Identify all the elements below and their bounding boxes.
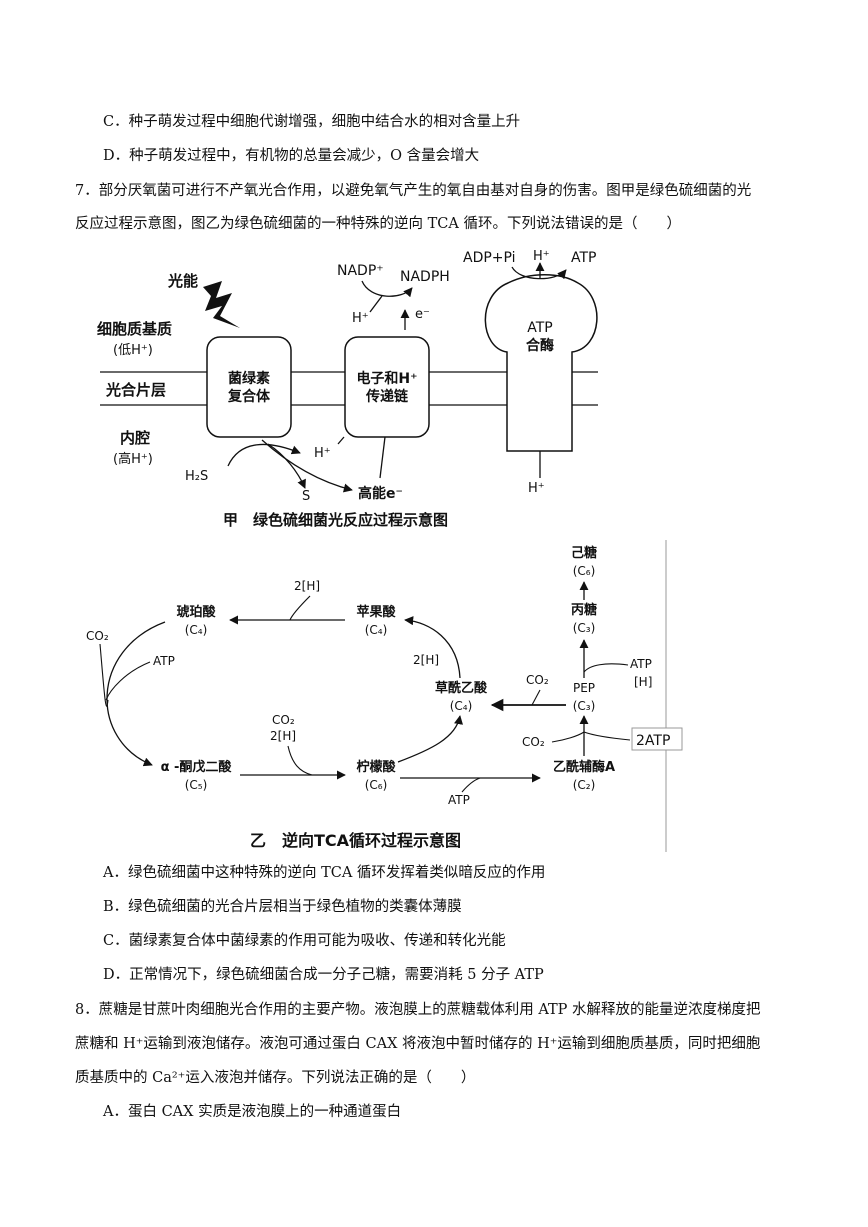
q8-stem-line2: 蔗糖和 H⁺运输到液泡储存。液泡可通过蛋白 CAX 将液泡中暂时储存的 H⁺运输… [75, 1036, 761, 1052]
pep-carbon: (C₃) [573, 699, 596, 713]
acetyl-coa-co2: CO₂ [522, 735, 545, 749]
light-energy-label: 光能 [167, 272, 198, 290]
alpha-ketoglutarate-node: α -酮戊二酸 [161, 759, 233, 775]
q7-option-a: A．绿色硫细菌中这种特殊的逆向 TCA 循环发挥着类似暗反应的作用 [103, 865, 546, 881]
pep-node: PEP [573, 681, 595, 695]
hexose-node: 己糖 [571, 545, 597, 561]
lumen-sub-label: (高H⁺) [113, 451, 153, 467]
atp-synthase-h-bottom: H⁺ [528, 481, 545, 496]
figure-1-caption: 甲 绿色硫细菌光反应过程示意图 [223, 511, 448, 529]
adp-pi-label: ADP+Pi [463, 250, 516, 266]
complex-label-2: 复合体 [227, 388, 271, 405]
high-energy-electron-label: 高能e⁻ [358, 485, 403, 502]
q6-option-d: D．种子萌发过程中，有机物的总量会减少，O 含量会增大 [103, 148, 480, 164]
q7-stem-line1: 7．部分厌氧菌可进行不产氧光合作用，以避免氧气产生的氧自由基对自身的伤害。图甲是… [75, 183, 752, 199]
figure-reverse-tca: 琥珀酸 (C₄) 苹果酸 (C₄) 草酰乙酸 (C₄) α -酮戊二酸 (C₅)… [86, 540, 683, 852]
pep-h: [H] [634, 675, 652, 689]
lightning-icon [203, 281, 240, 328]
succinate-node: 琥珀酸 [176, 604, 216, 620]
oxaloacetate-carbon: (C₄) [450, 699, 473, 713]
atp-synthase-label-2: 合酶 [526, 337, 554, 354]
figure-light-reaction: 细胞质基质 (低H⁺) 光合片层 内腔 (高H⁺) 光能 菌绿素 复合体 电子和… [97, 249, 598, 529]
atp-synthase [484, 274, 598, 452]
chain-label-1: 电子和H⁺ [356, 370, 417, 387]
nadp-label: NADP⁺ [337, 263, 384, 279]
chain-e-label: e⁻ [415, 307, 430, 322]
q7-stem-line2: 反应过程示意图，图乙为绿色硫细菌的一种特殊的逆向 TCA 循环。下列说法错误的是… [75, 216, 681, 232]
triose-node: 丙糖 [571, 602, 597, 618]
q7-option-b: B．绿色硫细菌的光合片层相当于绿色植物的类囊体薄膜 [103, 899, 462, 915]
acetyl-coa-carbon: (C₂) [573, 778, 596, 792]
pep-atp: ATP [630, 657, 652, 671]
hexose-carbon: (C₆) [573, 564, 596, 578]
malate-node: 苹果酸 [356, 604, 396, 620]
malate-to-succinate-2h: 2[H] [294, 579, 320, 593]
cytoplasm-sub-label: (低H⁺) [113, 343, 153, 358]
succinate-atp: ATP [153, 654, 175, 668]
citrate-carbon: (C₆) [365, 778, 388, 792]
two-atp-label: 2ATP [636, 733, 670, 749]
atp-product-label: ATP [571, 250, 596, 266]
oxaloacetate-node: 草酰乙酸 [435, 680, 488, 696]
q6-option-c: C．种子萌发过程中细胞代谢增强，细胞中结合水的相对含量上升 [103, 114, 521, 130]
q8-stem-line1: 8．蔗糖是甘蔗叶肉细胞光合作用的主要产物。液泡膜上的蔗糖载体利用 ATP 水解释… [75, 1002, 761, 1018]
citrate-node: 柠檬酸 [356, 759, 396, 775]
succinate-carbon: (C₄) [185, 623, 208, 637]
lumen-label: 内腔 [120, 429, 150, 447]
akg-co2: CO₂ [272, 713, 295, 727]
membrane-label: 光合片层 [105, 381, 166, 399]
q8-option-a: A．蛋白 CAX 实质是液泡膜上的一种通道蛋白 [103, 1104, 402, 1120]
chain-label-2: 传递链 [365, 388, 409, 405]
alpha-ketoglutarate-carbon: (C₅) [185, 778, 208, 792]
complex-label-1: 菌绿素 [228, 370, 270, 387]
pep-co2: CO₂ [526, 673, 549, 687]
q7-option-d: D．正常情况下，绿色硫细菌合成一分子己糖，需要消耗 5 分子 ATP [103, 967, 544, 983]
nadph-label: NADPH [400, 269, 450, 285]
electron-transport-chain [344, 336, 430, 438]
chain-h-label: H⁺ [352, 311, 369, 326]
succinate-co2: CO₂ [86, 629, 109, 643]
atp-synthase-h-top: H⁺ [533, 249, 550, 264]
acetyl-coa-node: 乙酰辅酶A [553, 759, 615, 775]
malate-carbon: (C₄) [365, 623, 388, 637]
bacteriochlorophyll-complex [206, 336, 292, 438]
cytoplasm-label: 细胞质基质 [97, 320, 172, 338]
q8-stem-line3: 质基质中的 Ca²⁺运入液泡并储存。下列说法正确的是（ ） [75, 1070, 476, 1086]
oxaloacetate-to-malate-2h: 2[H] [413, 653, 439, 667]
lumen-h-label: H⁺ [314, 446, 331, 461]
citrate-atp: ATP [448, 793, 470, 807]
triose-carbon: (C₃) [573, 621, 596, 635]
h2s-label: H₂S [185, 469, 208, 484]
sulfur-label: S [302, 489, 310, 504]
atp-synthase-label-1: ATP [527, 320, 552, 336]
akg-2h: 2[H] [270, 729, 296, 743]
q7-option-c: C．菌绿素复合体中菌绿素的作用可能为吸收、传递和转化光能 [103, 933, 506, 949]
figure-2-caption: 乙 逆向TCA循环过程示意图 [250, 831, 461, 850]
